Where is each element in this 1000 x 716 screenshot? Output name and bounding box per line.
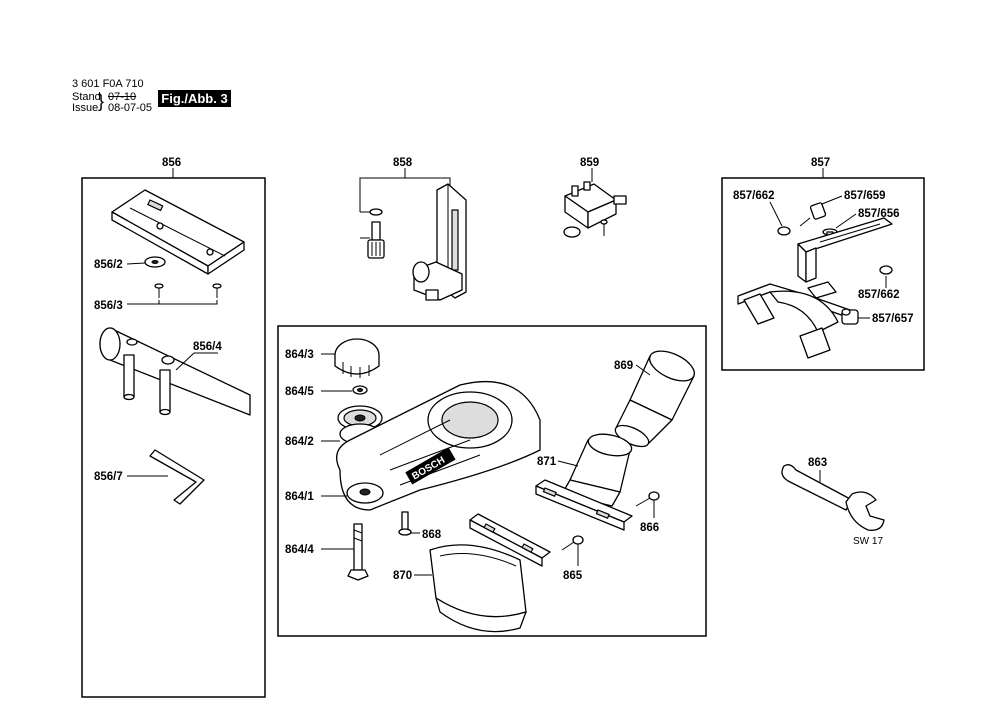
brace-icon: } [98, 91, 105, 111]
label-869: 869 [614, 360, 633, 372]
label-sw17: SW 17 [853, 536, 883, 547]
stand-label: Stand [72, 91, 101, 103]
label-857-662-top: 857/662 [733, 190, 775, 202]
label-856-7: 856/7 [94, 471, 123, 483]
group-858: 858 [359, 157, 467, 301]
label-856-3: 856/3 [94, 300, 123, 312]
label-870: 870 [393, 570, 412, 582]
label-856-2: 856/2 [94, 259, 123, 271]
label-857-656: 857/656 [858, 208, 900, 220]
part-856-3-screws: 856/3 [94, 283, 222, 312]
label-864-2: 864/2 [285, 436, 314, 448]
part-866-screw [635, 491, 660, 507]
label-858: 858 [393, 157, 413, 169]
part-864-3-knob [334, 338, 380, 378]
part-859-guide: 859 [563, 157, 627, 238]
part-869-connector [614, 350, 695, 448]
label-856-4: 856/4 [193, 341, 222, 353]
figure-badge: Fig./Abb. 3 [158, 90, 231, 107]
label-865: 865 [563, 570, 583, 582]
label-868: 868 [422, 529, 442, 541]
part-865-screw [561, 535, 584, 551]
label-857-659: 857/659 [844, 190, 886, 202]
part-857-657-clamp [841, 308, 859, 325]
part-858-guide-bracket [412, 183, 467, 301]
label-871: 871 [537, 456, 557, 468]
part-857-circle-guide [737, 281, 851, 359]
label-864-5: 864/5 [285, 386, 314, 398]
part-856-7-hex-key: 856/7 [94, 449, 205, 505]
part-857-662-washer-bottom [879, 265, 893, 275]
label-857-657: 857/657 [872, 313, 914, 325]
label-857: 857 [811, 157, 830, 169]
part-864-4-bolt [347, 523, 369, 581]
label-864-1: 864/1 [285, 491, 314, 503]
part-856-4-rod: 856/4 [99, 327, 251, 416]
group-864-871: 864/3 864/5 864/2 BOSCH [277, 325, 707, 637]
label-857-662-bottom: 857/662 [858, 289, 900, 301]
part-864-1-base-plate: BOSCH [336, 381, 541, 511]
part-858-thumb-screw [367, 221, 385, 259]
part-868-screw [398, 511, 412, 536]
issue-label: Issue [72, 102, 99, 114]
part-number: 3 601 F0A 710 [72, 78, 144, 90]
part-858-washer [369, 208, 383, 216]
issue-date: 08-07-05 [108, 102, 153, 114]
part-871-adapter [535, 433, 633, 531]
label-866: 866 [640, 522, 659, 534]
label-863: 863 [808, 457, 827, 469]
part-856-plate [111, 189, 245, 275]
part-870-hood [429, 513, 551, 633]
label-856: 856 [162, 157, 181, 169]
group-856-frame [81, 177, 266, 698]
label-864-3: 864/3 [285, 349, 314, 361]
main-frame [277, 325, 707, 637]
part-856-2-washer: 856/2 [94, 256, 166, 271]
group-857: 857 857/662 857/659 857/656 [721, 157, 925, 371]
label-864-4: 864/4 [285, 544, 314, 556]
label-859: 859 [580, 157, 599, 169]
part-857-662-washer-top [777, 226, 791, 236]
part-857-scale-arm [797, 217, 893, 283]
part-857-659-knob-screw [799, 202, 827, 227]
stand-date: 07-10 [108, 91, 137, 103]
group-856: 856 856/2 856/3 [81, 157, 266, 698]
part-863-wrench: 863 SW 17 [781, 457, 885, 547]
